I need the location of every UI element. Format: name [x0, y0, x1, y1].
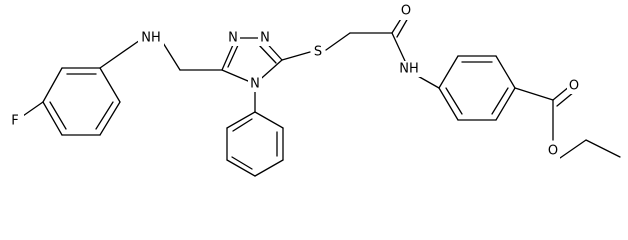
bond [226, 111, 256, 129]
fluorine-atom-label: F [11, 114, 18, 129]
bond [99, 67, 121, 103]
bond [254, 159, 284, 177]
bond [231, 156, 253, 170]
bond [42, 101, 63, 136]
label-background [10, 112, 24, 128]
bond [491, 87, 509, 115]
bond [415, 74, 440, 89]
amide-oxygen-label: O [401, 4, 411, 19]
bond [281, 51, 311, 61]
amide-nh-label: NH [399, 62, 419, 77]
label-background [396, 61, 424, 77]
bond [559, 139, 587, 159]
ester-carbonyl-oxygen-label: O [569, 79, 579, 94]
bond [254, 111, 284, 129]
bond [227, 42, 240, 68]
label-background [258, 31, 272, 46]
atom-label-layer: F NH N N N S O NH O O [10, 4, 581, 159]
bond [585, 139, 621, 158]
bond [95, 101, 114, 130]
bond [42, 67, 63, 103]
triazole-n1-label: N [228, 31, 238, 46]
bond [49, 101, 67, 130]
bond [99, 101, 121, 136]
bond [99, 37, 144, 69]
label-background [248, 77, 262, 92]
bond [438, 87, 459, 121]
bond [514, 87, 554, 101]
bond [396, 17, 409, 38]
bond [391, 32, 406, 62]
amine-nh-label: NH [141, 31, 161, 46]
sulfur-atom-label: S [314, 45, 322, 60]
bond [445, 87, 463, 115]
bond [495, 87, 516, 121]
label-background [311, 44, 325, 60]
bond [495, 55, 516, 89]
bond [226, 159, 256, 177]
bond [325, 32, 351, 51]
label-background [546, 143, 560, 159]
bond [438, 55, 459, 89]
ester-oxygen-label: O [548, 144, 558, 159]
label-background [399, 4, 413, 20]
bond [556, 91, 575, 107]
bond-layer [19, 13, 621, 177]
bond [258, 44, 277, 64]
molecule-structure: F NH N N N S O NH O O [10, 4, 621, 177]
triazole-n2-label: N [260, 31, 270, 46]
triazole-n4-label: N [250, 77, 260, 92]
label-background [226, 31, 240, 46]
bond [232, 118, 253, 132]
label-background [567, 78, 581, 94]
label-background [138, 30, 164, 46]
